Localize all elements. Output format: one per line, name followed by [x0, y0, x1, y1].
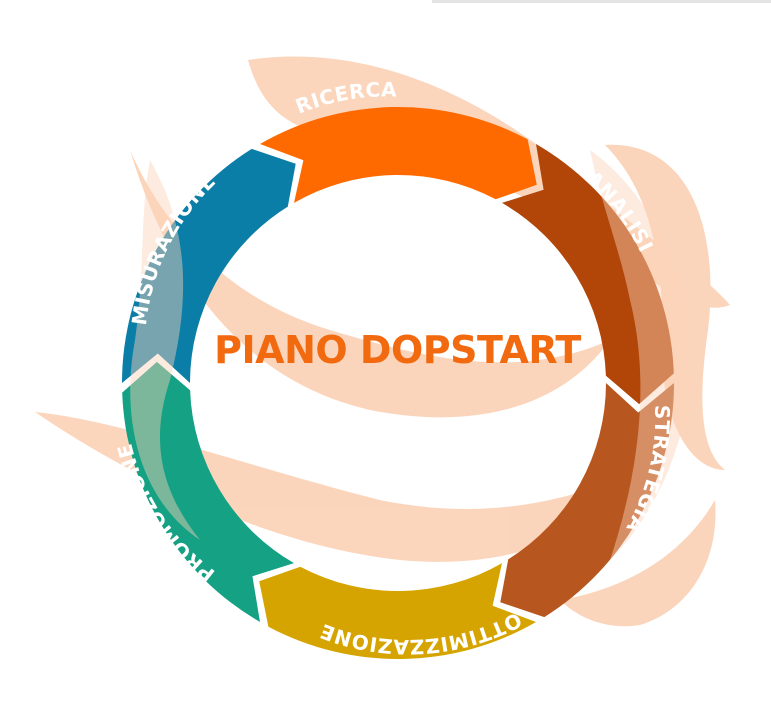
- top-divider: [432, 0, 771, 3]
- swoosh-right: [605, 144, 725, 470]
- stage-arrow-misurazione: [121, 148, 296, 383]
- stage-arrow-ricerca: [260, 107, 537, 203]
- foreground-swooshes: [130, 150, 692, 560]
- stage-arrow-strategia: [500, 383, 674, 618]
- swoosh-mid: [130, 150, 610, 418]
- swoosh-low: [560, 500, 716, 627]
- stage-arrow-ottimizzazione: [259, 563, 536, 659]
- center-title: PIANO DOPSTART: [214, 328, 581, 372]
- stage-arrow-analisi: [502, 144, 674, 405]
- stage-arrow-promozione: [122, 361, 294, 622]
- swoosh-overlay-left: [130, 160, 200, 540]
- swoosh-overlay-right: [590, 150, 692, 560]
